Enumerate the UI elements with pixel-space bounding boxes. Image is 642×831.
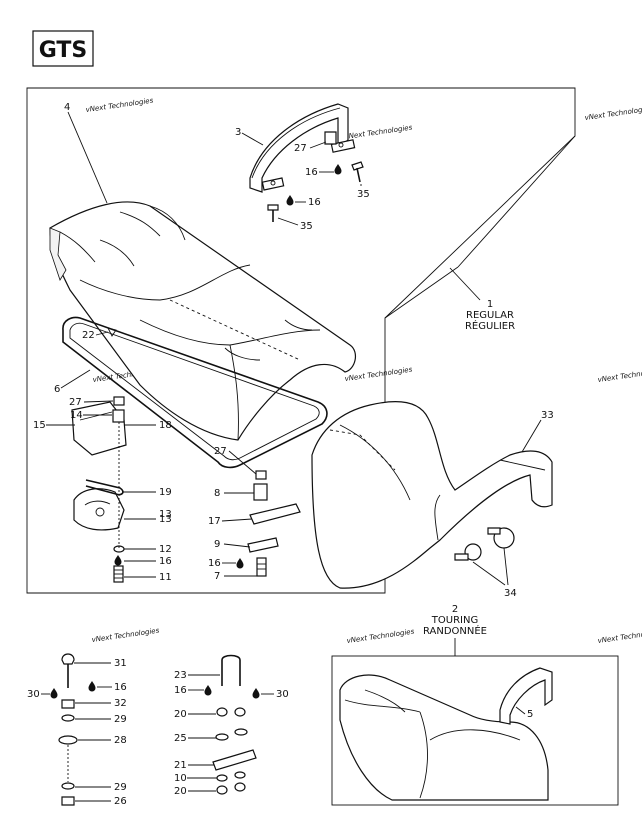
- grab-handle-part: [249, 103, 356, 193]
- svg-text:33: 33: [541, 410, 554, 421]
- svg-text:REGULAR: REGULAR: [466, 310, 514, 321]
- svg-text:10: 10: [174, 773, 187, 784]
- svg-text:23: 23: [174, 670, 187, 681]
- svg-text:RANDONNÉE: RANDONNÉE: [423, 624, 487, 637]
- svg-text:28: 28: [114, 735, 127, 746]
- svg-text:31: 31: [114, 658, 127, 669]
- svg-text:30: 30: [276, 689, 289, 700]
- svg-text:13: 13: [159, 509, 172, 520]
- svg-text:vNext Technologies: vNext Technologies: [597, 628, 642, 645]
- callout-group-1: 1 REGULAR RÉGULIER: [449, 267, 515, 332]
- svg-text:11: 11: [159, 572, 172, 583]
- svg-text:vNext Technologies: vNext Technologies: [346, 628, 415, 645]
- callout-labels: 3 4 5 6 7 8 9 10 11 12 13 13 14 15 16 16…: [27, 102, 554, 807]
- svg-text:26: 26: [114, 796, 127, 807]
- svg-text:13: 13: [159, 514, 172, 525]
- svg-text:20: 20: [174, 786, 187, 797]
- svg-text:29: 29: [114, 714, 127, 725]
- group-frames: [26, 87, 619, 806]
- svg-text:TOURING: TOURING: [431, 615, 478, 626]
- svg-text:16: 16: [305, 167, 318, 178]
- touring-seat-part: [339, 667, 553, 801]
- seat-base-part: [311, 401, 553, 589]
- svg-text:27: 27: [294, 143, 307, 154]
- svg-text:19: 19: [159, 487, 172, 498]
- seat-cover-part: [49, 201, 357, 441]
- seat-frame-part: [62, 316, 328, 469]
- svg-text:5: 5: [527, 709, 533, 720]
- callout-group-2: 2 TOURING RANDONNÉE: [423, 604, 487, 656]
- svg-text:4: 4: [64, 102, 70, 113]
- svg-text:16: 16: [159, 556, 172, 567]
- left-hardware-column: [112, 396, 125, 583]
- svg-text:1: 1: [487, 299, 493, 310]
- svg-text:29: 29: [114, 782, 127, 793]
- svg-text:GTS: GTS: [39, 38, 88, 63]
- svg-text:17: 17: [208, 516, 221, 527]
- svg-text:35: 35: [357, 189, 370, 200]
- svg-text:34: 34: [504, 588, 517, 599]
- svg-text:20: 20: [174, 709, 187, 720]
- center-hardware-column: [236, 470, 301, 577]
- handle-bolts: [267, 161, 364, 222]
- lower-left-hardware: [50, 653, 96, 806]
- svg-text:32: 32: [114, 698, 127, 709]
- svg-text:8: 8: [214, 488, 220, 499]
- svg-text:16: 16: [174, 685, 187, 696]
- svg-text:16: 16: [208, 558, 221, 569]
- svg-text:16: 16: [308, 197, 321, 208]
- svg-text:25: 25: [174, 733, 187, 744]
- svg-text:27: 27: [214, 446, 227, 457]
- svg-text:vNext Technologies: vNext Technologies: [584, 105, 642, 122]
- svg-text:12: 12: [159, 544, 172, 555]
- svg-text:16: 16: [114, 682, 127, 693]
- lower-middle-hardware: [204, 654, 260, 795]
- svg-text:21: 21: [174, 760, 187, 771]
- svg-text:22: 22: [82, 330, 95, 341]
- svg-text:35: 35: [300, 221, 313, 232]
- model-badge: GTS: [32, 30, 94, 67]
- svg-text:vNext Technologies: vNext Technologies: [91, 627, 160, 644]
- svg-text:RÉGULIER: RÉGULIER: [465, 319, 515, 332]
- seat-lock-pins: [454, 527, 515, 586]
- svg-text:vNext Technologies: vNext Technologies: [344, 366, 413, 383]
- svg-text:vNext Technologies: vNext Technologies: [85, 97, 154, 114]
- svg-text:18: 18: [159, 420, 172, 431]
- svg-text:2: 2: [452, 604, 458, 615]
- svg-text:15: 15: [33, 420, 46, 431]
- svg-text:6: 6: [54, 384, 60, 395]
- svg-text:27: 27: [69, 397, 82, 408]
- svg-text:3: 3: [235, 127, 241, 138]
- svg-text:7: 7: [214, 571, 220, 582]
- svg-text:vNext Technologies: vNext Technologies: [344, 124, 413, 141]
- svg-text:14: 14: [70, 410, 83, 421]
- svg-text:30: 30: [27, 689, 40, 700]
- svg-text:vNext Technologies: vNext Technologies: [597, 367, 642, 384]
- svg-text:9: 9: [214, 539, 220, 550]
